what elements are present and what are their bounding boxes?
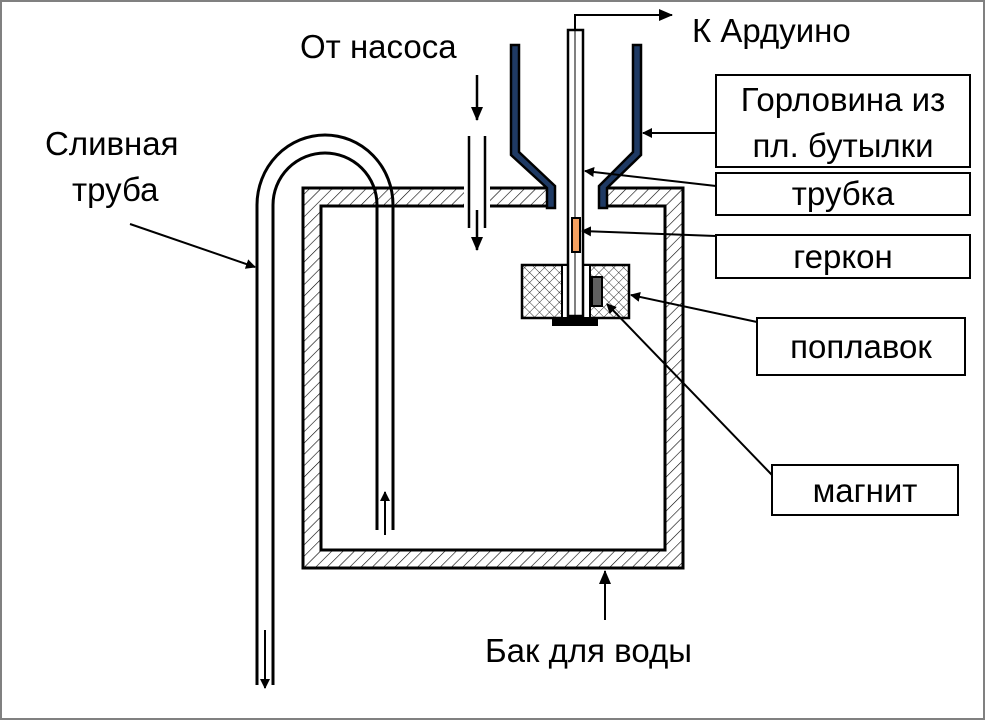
bottle-neck: [509, 43, 643, 210]
leader-arrows: [129, 128, 773, 620]
tube-label-box: [715, 172, 971, 216]
neck-label-line2: пл. бутылки: [752, 127, 933, 164]
drain-label-line2: труба: [72, 171, 159, 208]
magnet-label-box: [771, 464, 959, 516]
wire-to-arduino: [574, 9, 673, 30]
tube-label: трубка: [792, 175, 895, 212]
to-arduino-label: К Ардуино: [692, 12, 851, 49]
reed-switch: [571, 217, 581, 253]
reed-switch-label: геркон: [793, 238, 892, 275]
neck-label-box: [715, 74, 971, 168]
float-label: поплавок: [790, 328, 932, 365]
magnet: [591, 276, 603, 307]
magnet-label: магнит: [813, 472, 918, 509]
reed-label-box: [715, 234, 971, 279]
inlet-pipe: [467, 75, 487, 251]
from-pump-label: От насоса: [300, 28, 457, 65]
neck-label-line1: Горловина из: [741, 81, 946, 118]
drain-pipe: [255, 133, 395, 689]
float-base: [552, 318, 598, 326]
tube: [566, 9, 673, 318]
float-label-box: [756, 317, 966, 376]
drain-label-line1: Сливная: [45, 125, 179, 162]
tank-label: Бак для воды: [485, 632, 692, 669]
